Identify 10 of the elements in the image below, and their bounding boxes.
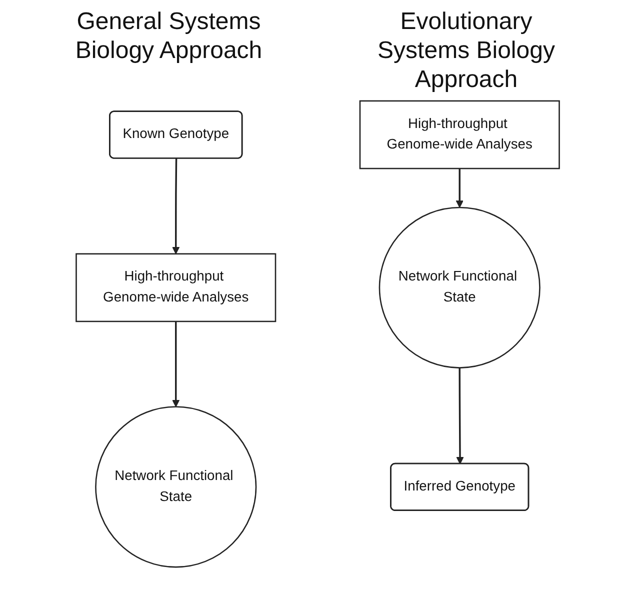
column-heading: General Systems Biology Approach xyxy=(74,8,264,66)
arrow xyxy=(456,368,464,465)
arrow xyxy=(172,158,180,255)
arrow xyxy=(456,168,464,208)
node-box: High-throughput Genome-wide Analyses xyxy=(359,100,560,170)
arrow xyxy=(172,322,180,408)
node-box: High-throughput Genome-wide Analyses xyxy=(75,254,276,322)
column-heading: Evolutionary Systems Biology Approach xyxy=(376,8,556,94)
node-circle: Network Functional State xyxy=(378,207,540,369)
node-circle: Network Functional State xyxy=(94,406,256,568)
